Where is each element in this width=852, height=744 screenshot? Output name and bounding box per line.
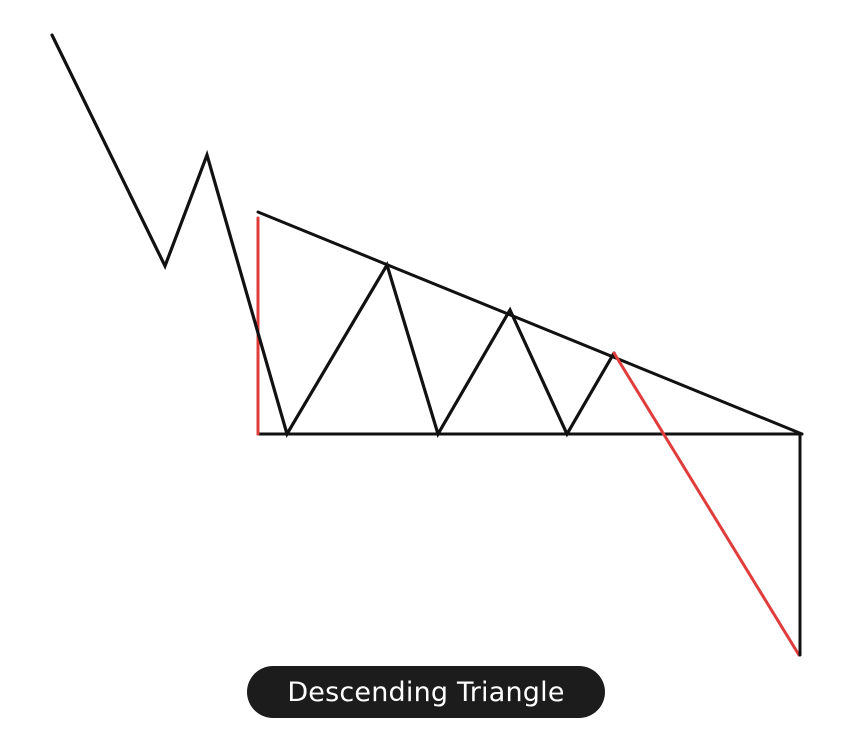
caption-text: Descending Triangle [287, 676, 565, 708]
caption-pill: Descending Triangle [247, 666, 605, 718]
upper-trendline [256, 210, 804, 436]
breakdown-projection [612, 351, 801, 657]
price-path [50, 33, 616, 439]
